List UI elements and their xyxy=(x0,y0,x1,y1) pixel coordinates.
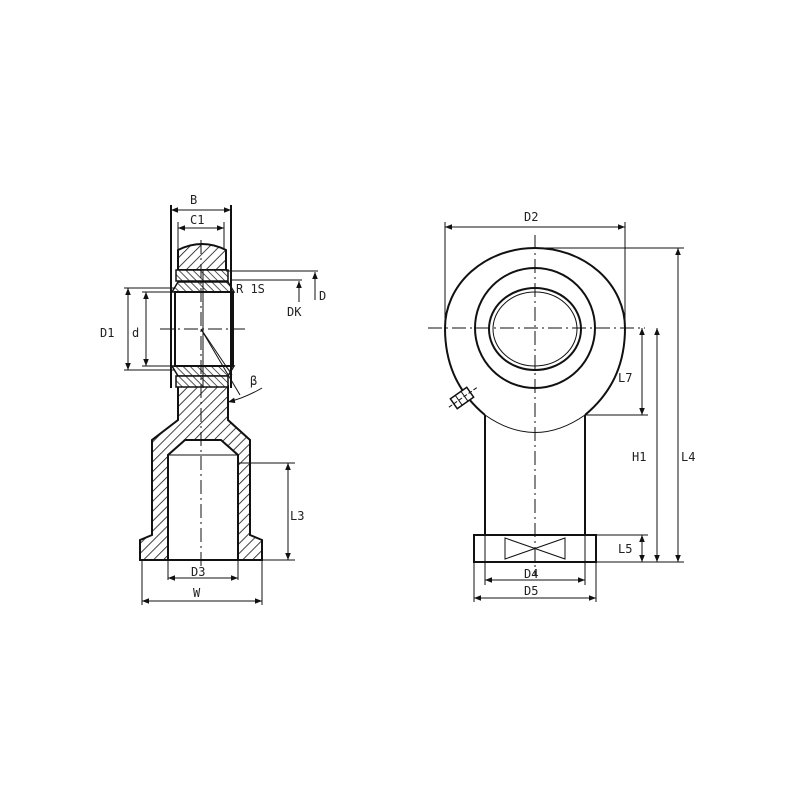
label-beta: β xyxy=(250,374,257,388)
label-L3: L3 xyxy=(290,509,304,523)
label-L5: L5 xyxy=(618,542,632,556)
label-C1: C1 xyxy=(190,213,204,227)
label-R: R 1S xyxy=(236,282,265,296)
thread-bore xyxy=(167,439,239,561)
label-D2: D2 xyxy=(524,210,538,224)
grease-nipple-icon xyxy=(448,386,478,410)
outer-ring-bottom xyxy=(175,375,229,388)
side-view: β B C1 D DK R 1S D1 d L3 D3 xyxy=(100,193,326,605)
label-B: B xyxy=(190,193,197,207)
label-D1: D1 xyxy=(100,326,114,340)
front-view: D2 L4 H1 L7 L5 D4 D5 xyxy=(428,210,695,602)
head-top-section xyxy=(177,243,227,271)
label-D4: D4 xyxy=(524,567,538,581)
label-L4: L4 xyxy=(681,450,695,464)
label-D: D xyxy=(319,289,326,303)
label-DK: DK xyxy=(287,305,302,319)
label-H1: H1 xyxy=(632,450,646,464)
label-D5: D5 xyxy=(524,584,538,598)
label-L7: L7 xyxy=(618,371,632,385)
outer-ring-top xyxy=(175,269,229,282)
label-d: d xyxy=(132,326,139,340)
label-W: W xyxy=(193,586,201,600)
label-D3: D3 xyxy=(191,565,205,579)
